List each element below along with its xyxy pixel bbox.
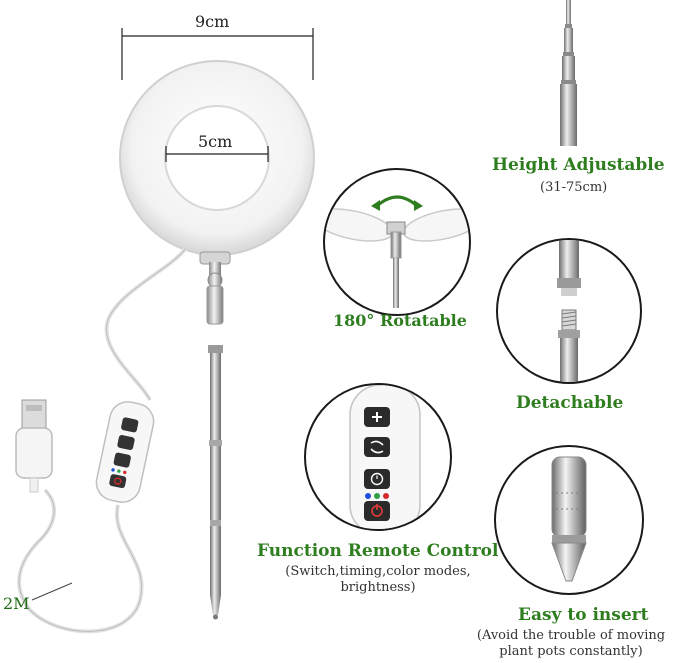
cable-length-label: 2M bbox=[3, 594, 30, 613]
remote-control-circle bbox=[304, 383, 452, 531]
insert-circle bbox=[494, 445, 644, 595]
outer-diameter-label: 9cm bbox=[195, 12, 230, 31]
inner-diameter-label: 5cm bbox=[198, 132, 233, 151]
inline-remote bbox=[95, 401, 155, 503]
inner-dimension-line bbox=[165, 146, 269, 162]
power-icon bbox=[364, 501, 390, 521]
height-pole-image bbox=[560, 0, 577, 146]
rotation-joint bbox=[199, 251, 231, 325]
timer-icon bbox=[364, 469, 390, 489]
height-adjustable-title: Height Adjustable bbox=[492, 155, 665, 175]
detachable-title: Detachable bbox=[516, 393, 624, 413]
remote-control-note-1: (Switch,timing,color modes, bbox=[285, 564, 471, 579]
ring-light bbox=[119, 60, 315, 256]
outer-dimension-line bbox=[121, 28, 314, 80]
usb-plug bbox=[15, 399, 53, 493]
remote-control-note-2: brightness) bbox=[340, 580, 416, 595]
insert-title: Easy to insert bbox=[518, 605, 649, 625]
rotatable-circle bbox=[323, 168, 471, 316]
screw-thread bbox=[561, 309, 577, 331]
detachable-circle bbox=[496, 238, 642, 384]
mode-switch-icon bbox=[364, 437, 390, 457]
plus-icon bbox=[364, 407, 390, 427]
insert-note-2: plant pots constantly) bbox=[499, 644, 643, 659]
remote-control-title: Function Remote Control bbox=[257, 541, 499, 561]
power-cable bbox=[104, 246, 188, 401]
product-illustration bbox=[15, 28, 315, 634]
insert-note-1: (Avoid the trouble of moving bbox=[476, 628, 666, 643]
telescopic-pole bbox=[208, 345, 223, 620]
height-adjustable-note: (31-75cm) bbox=[540, 180, 608, 195]
rotatable-title: 180° Rotatable bbox=[333, 311, 467, 330]
cable-length-leader bbox=[31, 582, 73, 601]
